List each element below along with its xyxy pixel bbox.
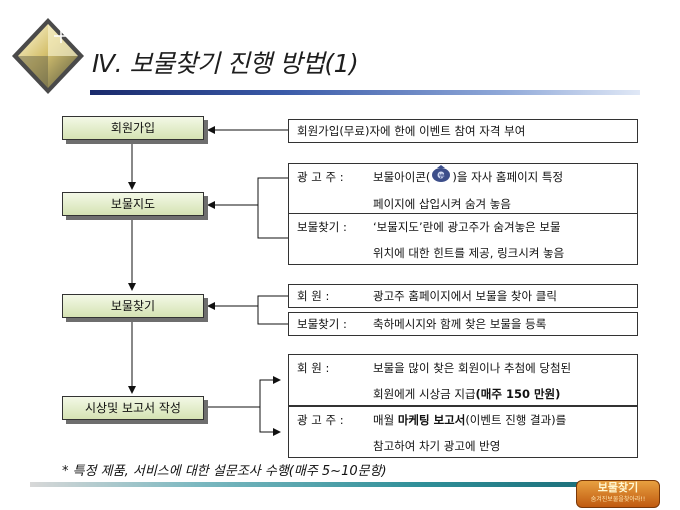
- step-treasure-hunt: 보물찾기: [62, 294, 204, 318]
- label: 회 원 :: [297, 361, 330, 375]
- diamond-logo-icon: [12, 18, 84, 94]
- step-treasure-map: 보물지도: [62, 192, 204, 216]
- text: 축하메시지와 함께 찾은 보물을 등록: [373, 317, 547, 331]
- box-award-member: 회 원 : 보물을 많이 찾은 회원이나 추첨에 당첨된 회원에게 시상금 지급(…: [288, 354, 638, 406]
- label: 회 원 :: [297, 289, 330, 303]
- text: )을 자사 홈페이지 특정: [452, 170, 564, 184]
- bracket-connector: [259, 407, 281, 436]
- text: 매월: [373, 413, 398, 427]
- box-hunt-member: 회 원 : 광고주 홈페이지에서 보물을 찾아 클릭: [288, 284, 638, 308]
- box-signup: 회원가입(무료)자에 한에 이벤트 참여 자격 부여: [288, 119, 638, 143]
- label: 보물찾기 :: [297, 220, 347, 234]
- footnote: * 특정 제품, 서비스에 대한 설문조사 수행(매주 5~10문항): [62, 464, 387, 479]
- logo-title: 보물찾기: [597, 481, 639, 494]
- bracket-connector: [250, 376, 281, 408]
- label: 보물찾기 :: [297, 317, 347, 331]
- logo-subtitle: 숨겨진보물을찾아라!!: [590, 496, 646, 503]
- box-map-hunt: 보물찾기 : ‘보물지도’란에 광고주가 숨겨놓은 보물 위치에 대한 힌트를 제…: [288, 213, 638, 265]
- text: 회원에게 시상금 지급: [373, 387, 476, 401]
- bracket-connector: [257, 295, 288, 325]
- report-name: 마케팅 보고서: [397, 413, 466, 427]
- box-signup-text: 회원가입(무료)자에 한에 이벤트 참여 자격 부여: [297, 124, 526, 138]
- text: 보물을 많이 찾은 회원이나 추첨에 당첨된: [373, 361, 572, 375]
- text: (이벤트 진행 결과)를: [465, 413, 567, 427]
- bracket-connector: [257, 177, 288, 239]
- label: 광 고 주 :: [297, 170, 344, 184]
- prize-amount: (매주 150 만원): [475, 387, 561, 401]
- text: 위치에 대한 힌트를 제공, 링크시켜 놓음: [373, 246, 565, 260]
- svg-text:₩: ₩: [439, 173, 445, 180]
- treasure-hunt-logo: 보물찾기 숨겨진보물을찾아라!!: [576, 480, 660, 508]
- bottom-divider: [30, 482, 590, 487]
- text: 페이지에 삽입시켜 숨겨 놓음: [373, 197, 511, 211]
- box-award-advertiser: 광 고 주 : 매월 마케팅 보고서(이벤트 진행 결과)를 참고하여 차기 광…: [288, 406, 638, 458]
- text: 보물아이콘(: [373, 170, 431, 184]
- title-divider: [90, 90, 640, 95]
- text: 광고주 홈페이지에서 보물을 찾아 클릭: [373, 289, 557, 303]
- money-bag-icon: ₩: [430, 164, 452, 191]
- text: 참고하여 차기 광고에 반영: [373, 439, 501, 453]
- step-signup: 회원가입: [62, 116, 204, 140]
- box-hunt-register: 보물찾기 : 축하메시지와 함께 찾은 보물을 등록: [288, 312, 638, 336]
- box-map-advertiser: 광 고 주 : 보물아이콘( ₩ )을 자사 홈페이지 특정 페이지에 삽입시켜…: [288, 163, 638, 215]
- page-title: Ⅳ. 보물찾기 진행 방법(1): [92, 49, 359, 78]
- text: ‘보물지도’란에 광고주가 숨겨놓은 보물: [373, 220, 561, 234]
- label: 광 고 주 :: [297, 413, 344, 427]
- step-award-report: 시상및 보고서 작성: [62, 396, 204, 420]
